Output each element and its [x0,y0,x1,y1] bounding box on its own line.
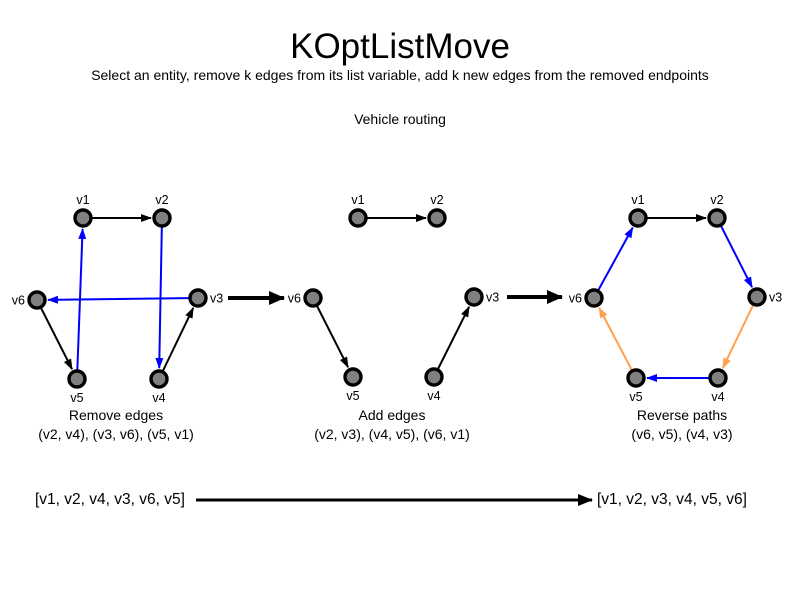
node-v2 [707,208,727,228]
edge-v6-v5 [312,297,349,369]
context-label: Vehicle routing [354,111,446,127]
edge-v6-v5 [36,299,73,371]
node-v5 [626,368,646,388]
edge-v3-v4 [721,296,758,369]
node-v3 [747,287,767,307]
node-label-v5: v5 [629,390,642,404]
edge-v4-v3 [158,307,195,380]
diagram-remove-edges: v1 v2 v3 v4 v5 v6 [12,193,223,405]
edge-v3-v6 [46,295,199,304]
edge-v4-v3 [433,305,470,378]
node-v5 [343,367,363,387]
node-label-v2: v2 [430,193,443,207]
node-v6 [303,288,323,308]
edge-v2-v3 [716,217,753,289]
edge-v5-v6 [598,306,637,379]
diagram-reverse-paths: v1 v2 v3 v4 v5 v6 [569,193,782,404]
node-v6 [584,288,604,308]
route-list-after: [v1, v2, v3, v4, v5, v6] [597,491,747,508]
node-v3 [188,288,208,308]
node-label-v3: v3 [486,291,499,305]
node-label-v3: v3 [769,291,782,305]
node-label-v4: v4 [711,390,724,404]
diagram-add-edges: v1 v2 v3 v4 v5 v6 [288,193,499,403]
node-label-v6: v6 [12,294,25,308]
edge-v5-v1 [76,227,87,380]
caption-reverse-paths: Reverse paths (v6, v5), (v4, v3) [542,406,800,444]
node-label-v6: v6 [569,292,582,306]
node-label-v2: v2 [155,193,168,207]
node-v5 [67,369,87,389]
caption-add-edges-detail: (v2, v3), (v4, v5), (v6, v1) [314,426,470,442]
edge-v6-v1 [593,226,634,299]
caption-remove-edges: Remove edges (v2, v4), (v3, v6), (v5, v1… [0,406,256,444]
page-subtitle: Select an entity, remove k edges from it… [91,67,709,83]
node-label-v1: v1 [631,193,644,207]
caption-remove-edges-detail: (v2, v4), (v3, v6), (v5, v1) [38,426,194,442]
node-label-v5: v5 [70,391,83,405]
node-label-v2: v2 [710,193,723,207]
node-label-v1: v1 [351,193,364,207]
node-v1 [73,208,93,228]
route-list-before: [v1, v2, v4, v3, v6, v5] [35,491,185,508]
node-v4 [708,368,728,388]
node-label-v6: v6 [288,292,301,306]
node-v2 [152,208,172,228]
node-v1 [348,208,368,228]
node-label-v3: v3 [210,292,223,306]
caption-reverse-paths-detail: (v6, v5), (v4, v3) [631,426,733,442]
caption-remove-edges-title: Remove edges [68,407,164,423]
node-v1 [628,208,648,228]
node-label-v4: v4 [427,389,440,403]
node-label-v4: v4 [152,391,165,405]
node-label-v1: v1 [76,193,89,207]
page-title: KOptListMove [290,27,510,66]
node-v6 [27,290,47,310]
node-v2 [427,208,447,228]
caption-add-edges-title: Add edges [358,407,426,423]
caption-add-edges: Add edges (v2, v3), (v4, v5), (v6, v1) [252,406,532,444]
node-v4 [424,367,444,387]
node-v3 [464,287,484,307]
node-v4 [149,369,169,389]
edge-v2-v4 [155,217,164,370]
caption-reverse-paths-title: Reverse paths [636,407,728,423]
node-label-v5: v5 [346,389,359,403]
